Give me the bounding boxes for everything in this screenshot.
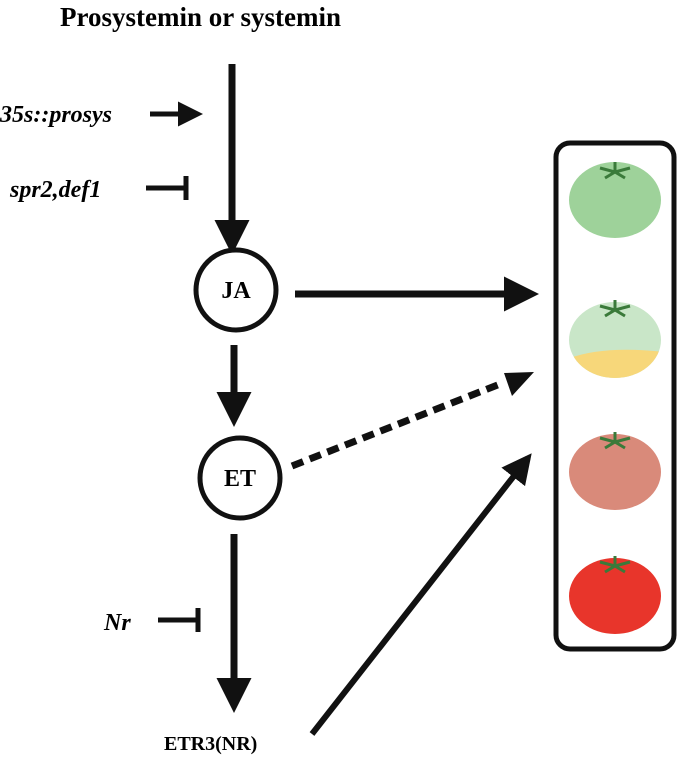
tomato-pink [569, 432, 661, 510]
dashed-line-et-to-fruits [290, 380, 502, 470]
tomato-green [569, 162, 661, 238]
label-nr: Nr [103, 610, 131, 636]
node-et-label: ET [224, 466, 256, 492]
label-spr2-def1: spr2,def1 [9, 177, 101, 203]
label-etr3-nr: ETR3(NR) [164, 733, 257, 755]
tomato-red [569, 556, 661, 634]
node-et [197, 435, 283, 521]
dashed-arrowhead-et-to-fruits [504, 372, 534, 396]
node-ja-label: JA [221, 278, 251, 304]
label-35s-prosys: 35s::prosys [0, 102, 112, 128]
node-ja [193, 247, 279, 333]
fruit-panel [553, 140, 677, 652]
arrow-etr3-to-fruits [309, 453, 532, 736]
diagram-title: Prosystemin or systemin [60, 2, 341, 32]
